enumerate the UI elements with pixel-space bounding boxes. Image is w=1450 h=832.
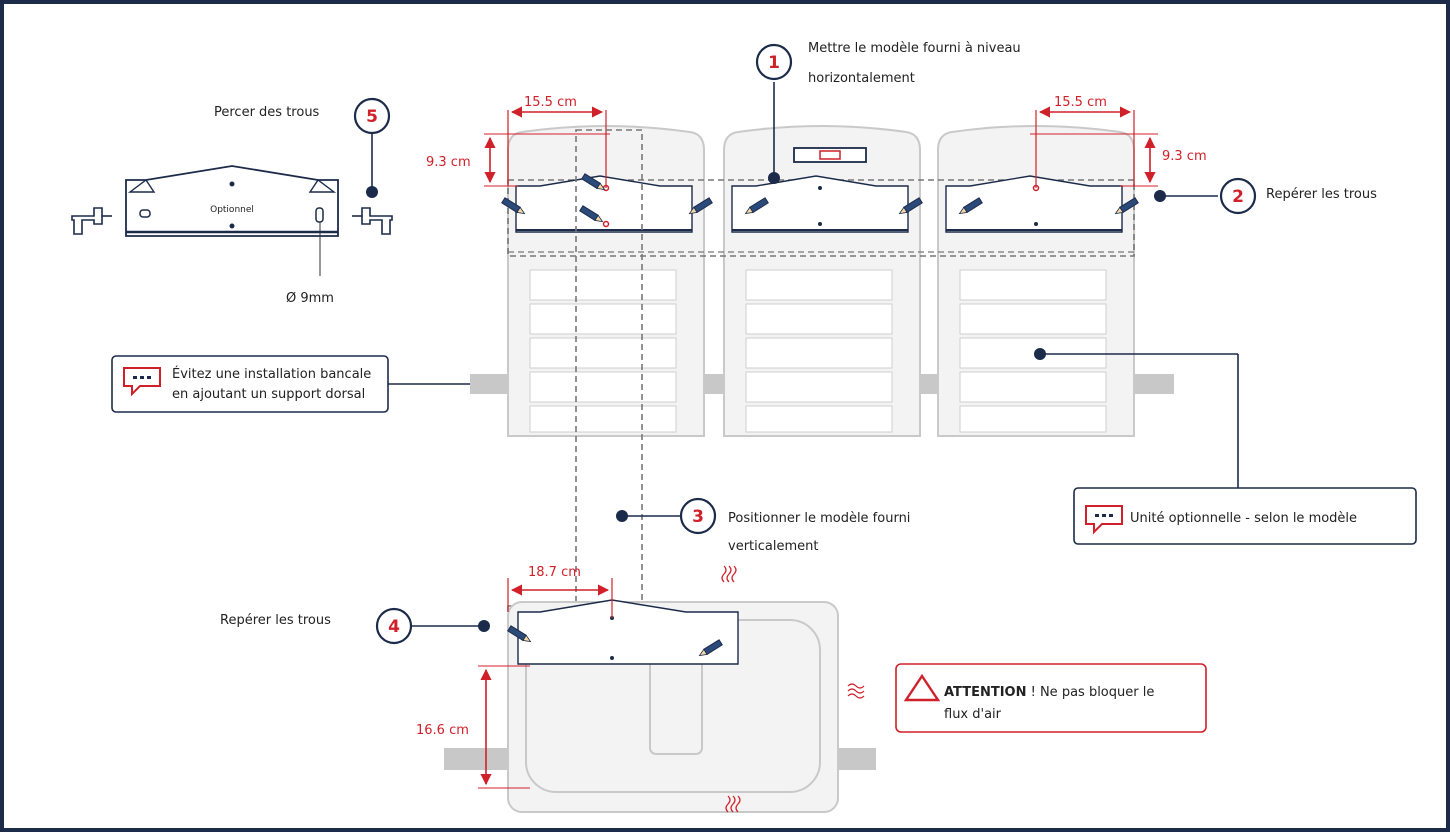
dimension-label: 18.7 cm (528, 565, 581, 580)
speech-bubble-icon (1085, 505, 1123, 535)
dimension-label: 15.5 cm (524, 95, 577, 110)
template-label: Optionnel (210, 205, 254, 215)
step-number: 5 (366, 107, 378, 127)
note-text: en ajoutant un support dorsal (172, 387, 365, 402)
dimension-top-right: 15.5 cm 9.3 cm (1030, 95, 1207, 188)
left-rail (470, 374, 510, 394)
step-text: Repérer les trous (220, 613, 331, 628)
rail-gap-1 (700, 374, 726, 394)
dimension-label: 9.3 cm (1162, 149, 1207, 164)
note-text: Évitez une installation bancale (172, 366, 371, 382)
step-text: horizontalement (808, 71, 915, 86)
step-text: Mettre le modèle fourni à niveau (808, 41, 1021, 56)
step-5: 5 Percer des trous (214, 97, 391, 198)
warning-text: ATTENTION ! Ne pas bloquer le (944, 685, 1154, 700)
bracket-left (515, 175, 693, 233)
speech-bubble-icon (123, 367, 161, 397)
warning-rest: ! Ne pas bloquer le (1026, 685, 1154, 700)
step-number: 1 (768, 53, 780, 73)
dimension-label: 15.5 cm (1054, 95, 1107, 110)
note-back-support: Évitez une installation bancale en ajout… (111, 355, 470, 413)
right-rail (1134, 374, 1174, 394)
step-3: 3 Positionner le modèle fourni verticale… (616, 497, 910, 554)
note-optional-unit: Unité optionnelle - selon le modèle (1034, 348, 1417, 545)
unit-middle (723, 125, 921, 437)
step-1: 1 Mettre le modèle fourni à niveau horiz… (755, 41, 1021, 184)
step-number: 3 (692, 507, 704, 527)
drill-template: Optionnel Ø 9mm (125, 165, 339, 306)
step-text: Positionner le modèle fourni (728, 511, 910, 526)
warning-text: flux d'air (944, 707, 1002, 722)
spirit-level-icon (793, 147, 867, 163)
bracket-right (945, 175, 1123, 233)
hole-diameter-label: Ø 9mm (286, 291, 334, 306)
step-number: 4 (388, 617, 400, 637)
rail-gap-2 (916, 374, 942, 394)
step-text: verticalement (728, 539, 818, 554)
dimension-bottom: 18.7 cm 16.6 cm (416, 565, 613, 789)
step-number: 2 (1232, 187, 1244, 207)
step-2: 2 Repérer les trous (1154, 177, 1377, 215)
dimension-top-left: 15.5 cm 9.3 cm (426, 95, 610, 188)
warning-box: ATTENTION ! Ne pas bloquer le flux d'air (895, 663, 1207, 733)
step-text: Percer des trous (214, 105, 320, 120)
warning-triangle-icon (903, 673, 941, 702)
bottom-unit (444, 599, 876, 813)
note-text: Unité optionnelle - selon le modèle (1130, 511, 1357, 526)
step-text: Repérer les trous (1266, 187, 1377, 202)
dimension-label: 9.3 cm (426, 155, 471, 170)
step-4: 4 Repérer les trous (220, 607, 490, 645)
warning-strong: ATTENTION (944, 685, 1026, 700)
dimension-label: 16.6 cm (416, 723, 469, 738)
top-units: 15.5 cm 9.3 cm 15.5 cm 9.3 cm (426, 95, 1207, 437)
bracket-middle (731, 175, 909, 233)
